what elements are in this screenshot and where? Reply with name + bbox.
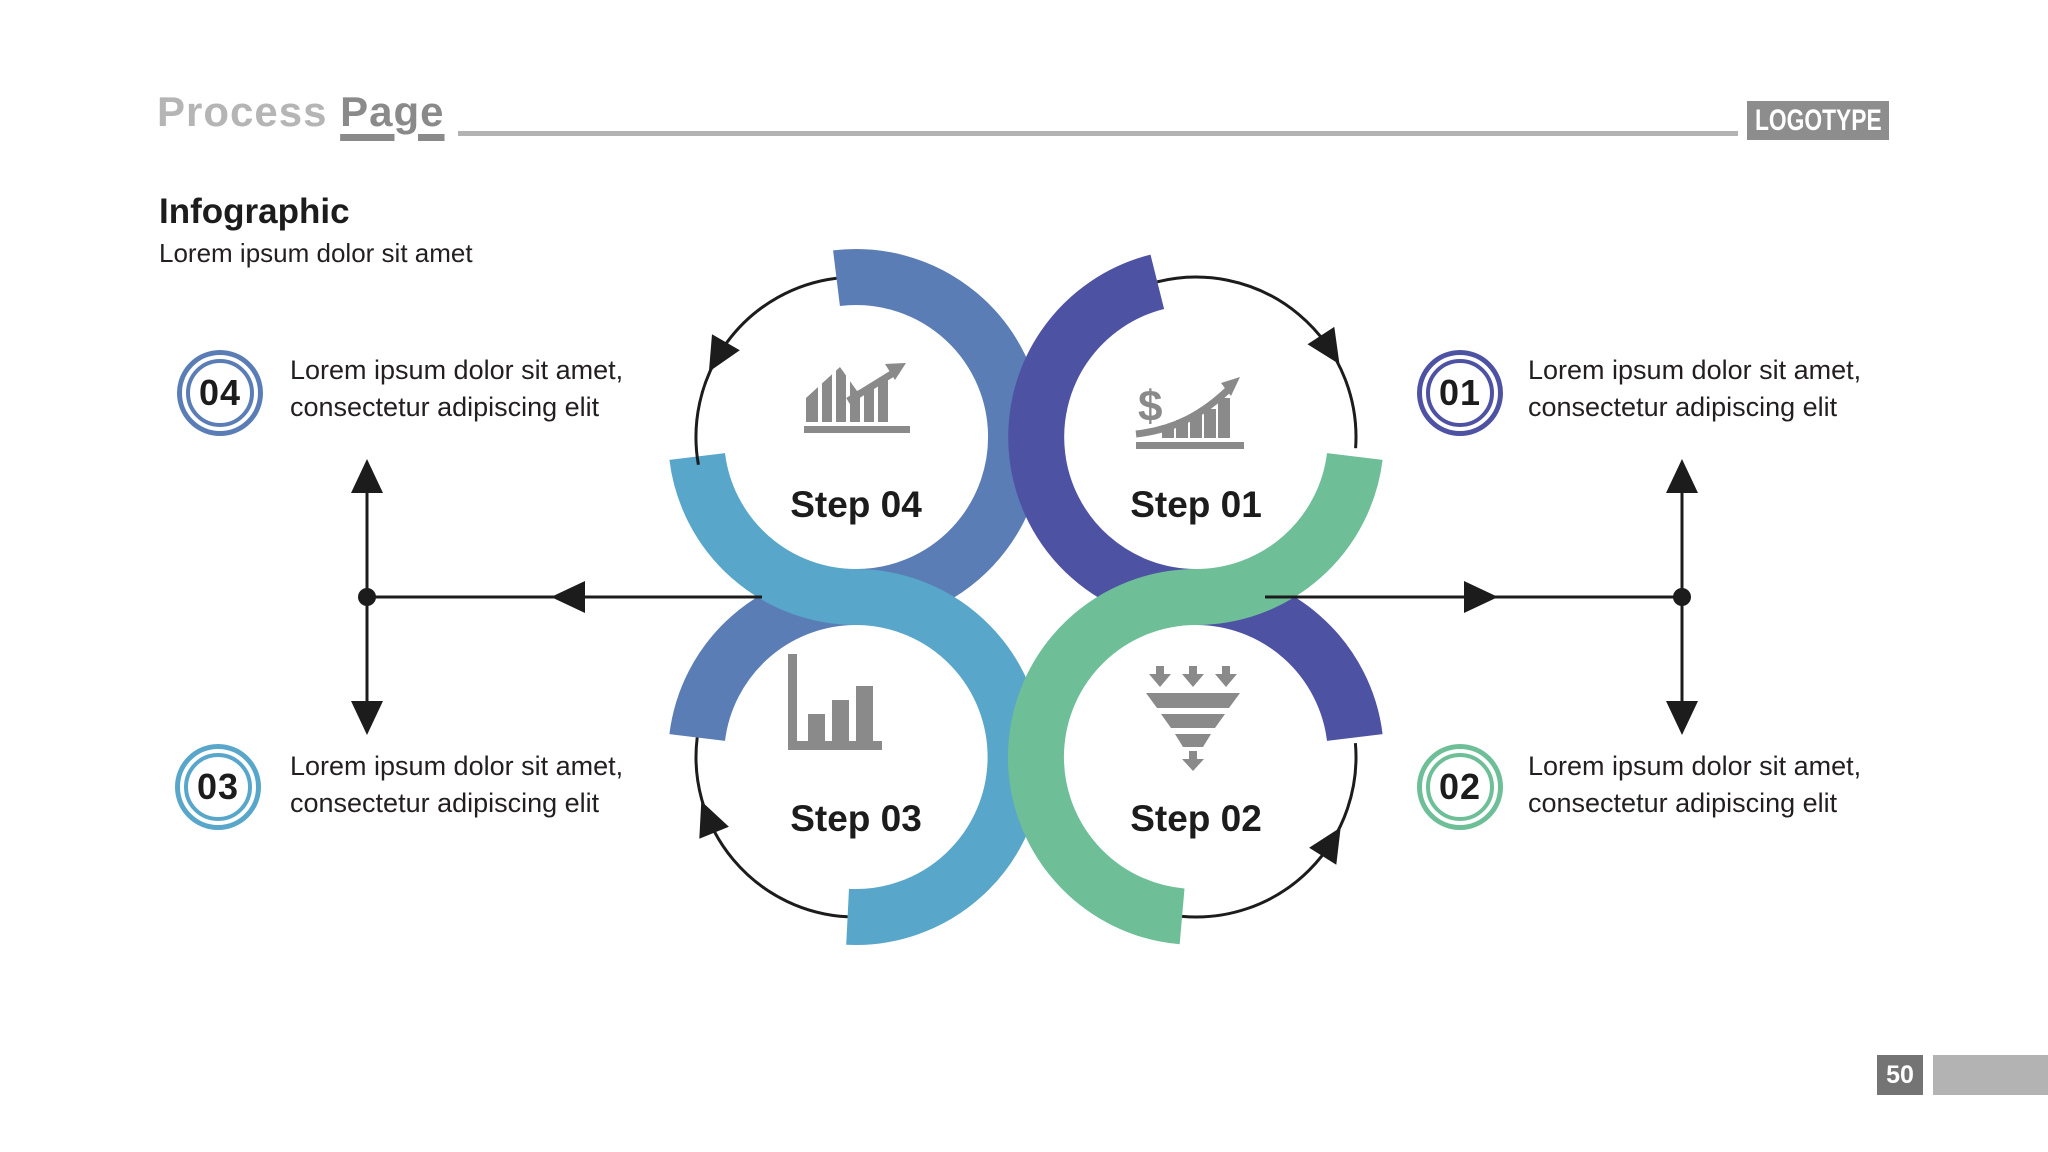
callout-text-step-04-line1: Lorem ipsum dolor sit amet, (290, 355, 624, 385)
ring-step-02 (1007, 452, 1383, 945)
step-04-label: Step 04 (790, 484, 922, 525)
page-title: Process Page (157, 88, 445, 136)
page-title-light: Process (157, 88, 328, 135)
cycle-arrowhead-step-03-icon (699, 801, 729, 839)
ring-step-03 (669, 452, 1044, 945)
cycle-arc-step-02 (1181, 742, 1358, 919)
left-up-arrowhead-icon (351, 459, 383, 493)
left-arrowhead-icon (551, 581, 585, 613)
callout-text-step-02-line2: consectetur adipiscing elit (1528, 788, 1838, 818)
page-title-dark: Page (340, 88, 445, 135)
dollar-growth-chart-icon: $ (1135, 377, 1244, 449)
svg-text:$: $ (1138, 382, 1162, 431)
bar-chart-axis-icon (788, 654, 882, 750)
ring-step-04 (669, 249, 1045, 742)
infographic-subheading: Lorem ipsum dolor sit amet (159, 238, 473, 268)
callout-text-step-01-line1: Lorem ipsum dolor sit amet, (1528, 355, 1862, 385)
cycle-arc-step-01 (1156, 275, 1358, 449)
callout-text-step-02-line1: Lorem ipsum dolor sit amet, (1528, 751, 1862, 781)
badge-step-04: 04 (177, 350, 263, 436)
callout-text-step-04: Lorem ipsum dolor sit amet, consectetur … (290, 352, 623, 426)
page-number: 50 (1886, 1060, 1914, 1089)
logotype-box: LOGOTYPE (1747, 101, 1889, 140)
callout-text-step-03-line1: Lorem ipsum dolor sit amet, (290, 751, 624, 781)
right-junction-dot (1673, 588, 1691, 606)
step-02-label: Step 02 (1130, 798, 1262, 839)
callout-text-step-03: Lorem ipsum dolor sit amet, consectetur … (290, 748, 623, 822)
step-01-label: Step 01 (1130, 484, 1262, 525)
badge-step-02: 02 (1417, 744, 1503, 830)
cycle-arrowhead-step-04-icon (708, 334, 740, 372)
badge-step-02-inner-ring: 02 (1426, 753, 1494, 821)
callout-text-step-04-line2: consectetur adipiscing elit (290, 392, 600, 422)
header-divider (458, 131, 1738, 136)
badge-step-03-number: 03 (196, 766, 240, 807)
callout-text-step-02: Lorem ipsum dolor sit amet, consectetur … (1528, 748, 1861, 822)
page-number-box: 50 (1877, 1055, 1923, 1095)
callout-text-step-01: Lorem ipsum dolor sit amet, consectetur … (1528, 352, 1861, 426)
left-junction-dot (358, 588, 376, 606)
cycle-arc-step-04 (694, 276, 837, 466)
footer-bar (1933, 1055, 2048, 1095)
funnel-filter-icon (1146, 666, 1240, 771)
badge-step-01-number: 01 (1438, 372, 1482, 413)
left-down-arrowhead-icon (351, 701, 383, 735)
cycle-arrowhead-step-02-icon (1309, 827, 1341, 865)
cycle-arc-step-03 (694, 737, 848, 919)
infographic-heading: Infographic (159, 192, 350, 231)
badge-step-02-number: 02 (1438, 766, 1482, 807)
right-down-arrowhead-icon (1666, 701, 1698, 735)
callout-text-step-03-line2: consectetur adipiscing elit (290, 788, 600, 818)
right-up-arrowhead-icon (1666, 459, 1698, 493)
logotype-label: LOGOTYPE (1754, 103, 1882, 137)
badge-step-01-inner-ring: 01 (1426, 359, 1494, 427)
badge-step-03: 03 (175, 744, 261, 830)
badge-step-03-inner-ring: 03 (184, 753, 252, 821)
callout-text-step-01-line2: consectetur adipiscing elit (1528, 392, 1838, 422)
badge-step-01: 01 (1417, 350, 1503, 436)
badge-step-04-inner-ring: 04 (186, 359, 254, 427)
peaks-chart-arrow-icon (804, 363, 910, 433)
badge-step-04-number: 04 (198, 372, 242, 413)
right-arrowhead-icon (1464, 581, 1498, 613)
cycle-arrowhead-step-01-icon (1307, 326, 1340, 365)
ring-step-01 (1008, 254, 1383, 742)
step-03-label: Step 03 (790, 798, 922, 839)
